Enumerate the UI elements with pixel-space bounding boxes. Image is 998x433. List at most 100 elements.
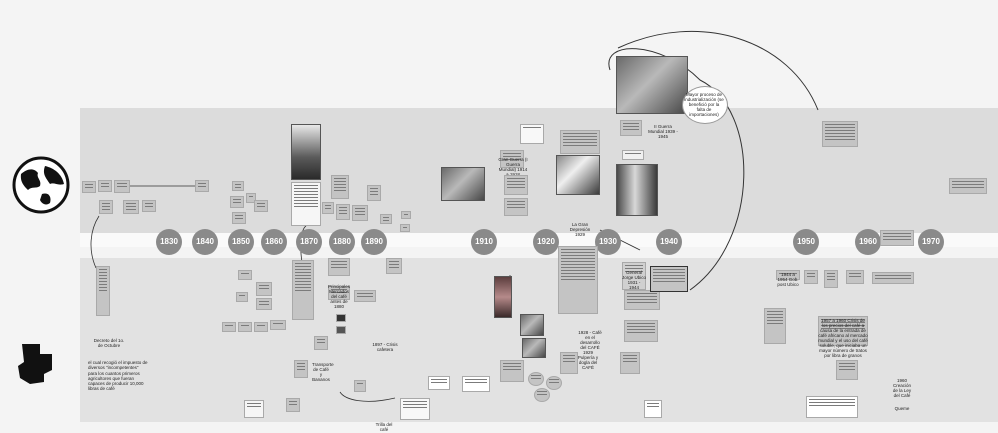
trilla-label: Trilla del café bbox=[375, 422, 393, 432]
sticky-note[interactable] bbox=[560, 130, 600, 154]
sticky-note[interactable] bbox=[380, 214, 392, 224]
sticky-note[interactable] bbox=[644, 400, 662, 418]
sticky-note[interactable] bbox=[462, 376, 490, 392]
sticky-note[interactable] bbox=[520, 124, 544, 144]
sticky-note[interactable] bbox=[528, 372, 544, 386]
year-marker: 1870 bbox=[296, 229, 322, 255]
sticky-note[interactable] bbox=[880, 230, 914, 246]
sticky-note[interactable] bbox=[804, 270, 818, 284]
sticky-note[interactable] bbox=[822, 121, 858, 147]
sticky-note[interactable] bbox=[286, 398, 300, 412]
sticky-note[interactable] bbox=[806, 396, 858, 418]
principales-label: Principales Mercados del café antes de 1… bbox=[327, 284, 350, 309]
sticky-note[interactable] bbox=[764, 308, 786, 344]
sticky-note[interactable] bbox=[558, 246, 598, 314]
sticky-note[interactable] bbox=[620, 352, 640, 374]
sticky-note[interactable] bbox=[650, 266, 688, 292]
sticky-note[interactable] bbox=[246, 193, 256, 203]
sticky-note[interactable] bbox=[99, 200, 113, 214]
year-marker: 1830 bbox=[156, 229, 182, 255]
sticky-note[interactable] bbox=[328, 258, 350, 276]
sticky-note[interactable] bbox=[534, 388, 550, 402]
sticky-note[interactable] bbox=[624, 320, 658, 342]
year-marker: 1950 bbox=[793, 229, 819, 255]
sticky-note[interactable] bbox=[836, 360, 858, 380]
sticky-note[interactable] bbox=[949, 178, 987, 194]
sticky-note[interactable] bbox=[96, 266, 110, 316]
decreto-label: Decreto del 1o. de Octubre bbox=[93, 338, 125, 348]
sticky-note[interactable] bbox=[336, 204, 350, 220]
sticky-note[interactable] bbox=[336, 326, 346, 334]
sticky-note[interactable] bbox=[354, 290, 376, 302]
sticky-note[interactable] bbox=[776, 270, 800, 280]
year-marker: 1970 bbox=[918, 229, 944, 255]
sticky-note[interactable] bbox=[328, 286, 350, 300]
sticky-note[interactable] bbox=[114, 180, 130, 193]
sticky-note[interactable] bbox=[624, 290, 660, 310]
bubble-caption: Mayor proceso de industrialización (se b… bbox=[684, 92, 724, 117]
sticky-note[interactable] bbox=[546, 376, 562, 390]
sticky-note[interactable] bbox=[98, 180, 112, 192]
sticky-note[interactable] bbox=[560, 352, 578, 374]
queme-label: Queme bbox=[894, 406, 910, 411]
sticky-note[interactable] bbox=[401, 211, 411, 219]
sticky-note[interactable] bbox=[256, 282, 272, 296]
sticky-note[interactable] bbox=[352, 205, 368, 221]
gran-depresion-label: La Gran Depresión 1929 bbox=[569, 222, 591, 237]
sticky-note[interactable] bbox=[244, 400, 264, 418]
sticky-note[interactable] bbox=[872, 272, 914, 284]
sticky-note[interactable] bbox=[386, 258, 402, 274]
sticky-note[interactable] bbox=[504, 198, 528, 216]
year-marker: 1940 bbox=[656, 229, 682, 255]
sticky-note[interactable] bbox=[123, 200, 139, 214]
decreto-text: el cual recogió el impuesto de diversos … bbox=[88, 360, 148, 392]
ww1-label: Gran Guerra (I Guerra Mundial) 1914 a 19… bbox=[498, 157, 528, 177]
cafe-desarrollo-label: 1928 - Café en el desarrollo del CAFÉ bbox=[578, 330, 602, 350]
sticky-note[interactable] bbox=[500, 150, 524, 168]
depression-photo bbox=[556, 155, 600, 195]
year-marker: 1860 bbox=[261, 229, 287, 255]
sticky-note[interactable] bbox=[236, 292, 248, 302]
year-marker: 1930 bbox=[595, 229, 621, 255]
sticky-note[interactable] bbox=[400, 224, 410, 232]
sticky-note[interactable] bbox=[294, 360, 308, 378]
sticky-note[interactable] bbox=[824, 270, 838, 288]
sticky-note[interactable] bbox=[232, 181, 244, 191]
crisis57-label: 1957 a 1960 Crisis de los precios del ca… bbox=[818, 318, 868, 358]
guatemala-map-icon bbox=[14, 340, 60, 386]
sticky-note[interactable] bbox=[254, 200, 268, 212]
sticky-note[interactable] bbox=[504, 175, 528, 195]
sticky-note[interactable] bbox=[238, 270, 252, 280]
caption-bubble bbox=[682, 86, 728, 124]
year-marker: 1840 bbox=[192, 229, 218, 255]
sticky-note[interactable] bbox=[82, 181, 96, 193]
sticky-note[interactable] bbox=[620, 120, 642, 136]
sticky-note[interactable] bbox=[256, 298, 272, 310]
year-marker: 1850 bbox=[228, 229, 254, 255]
sticky-note[interactable] bbox=[367, 185, 381, 201]
sticky-note[interactable] bbox=[222, 322, 236, 332]
sticky-note[interactable] bbox=[292, 260, 314, 320]
sticky-note[interactable] bbox=[254, 322, 268, 332]
sticky-note[interactable] bbox=[291, 182, 321, 226]
sticky-note[interactable] bbox=[336, 314, 346, 322]
sticky-note[interactable] bbox=[238, 322, 252, 332]
sticky-note[interactable] bbox=[142, 200, 156, 212]
ubico-box[interactable] bbox=[622, 262, 646, 290]
sticky-note[interactable] bbox=[322, 202, 334, 214]
sticky-note[interactable] bbox=[314, 336, 328, 350]
sticky-note[interactable] bbox=[232, 212, 246, 224]
sticky-note[interactable] bbox=[354, 380, 366, 392]
portrait-photo bbox=[291, 124, 321, 180]
sticky-note[interactable] bbox=[500, 360, 524, 382]
sticky-note[interactable] bbox=[400, 398, 430, 420]
sticky-note[interactable] bbox=[818, 316, 868, 346]
sticky-note[interactable] bbox=[331, 175, 349, 199]
sticky-note[interactable] bbox=[622, 150, 644, 160]
sticky-note[interactable] bbox=[230, 196, 244, 208]
sticky-note[interactable] bbox=[270, 320, 286, 330]
sticky-note[interactable] bbox=[846, 270, 864, 284]
soldiers-photo bbox=[616, 56, 688, 114]
sticky-note[interactable] bbox=[195, 180, 209, 192]
sticky-note[interactable] bbox=[428, 376, 450, 390]
